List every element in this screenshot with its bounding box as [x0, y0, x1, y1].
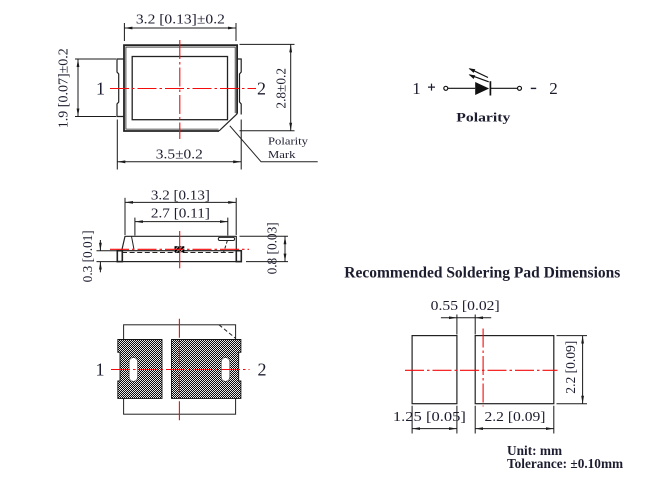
svg-text:3.2 [0.13]: 3.2 [0.13]	[151, 188, 210, 203]
svg-text:2.2 [0.09]: 2.2 [0.09]	[485, 409, 546, 424]
svg-text:2: 2	[257, 79, 266, 99]
svg-text:3.2 [0.13]±0.2: 3.2 [0.13]±0.2	[136, 12, 225, 27]
svg-text:1: 1	[412, 79, 421, 98]
svg-text:Recommended Soldering Pad Dime: Recommended Soldering Pad Dimensions	[344, 265, 620, 282]
svg-text:2: 2	[258, 360, 267, 380]
svg-text:1: 1	[96, 360, 105, 380]
svg-text:2.8±0.2: 2.8±0.2	[274, 68, 289, 109]
svg-text:Mark: Mark	[268, 149, 296, 161]
svg-text:2.7 [0.11]: 2.7 [0.11]	[151, 206, 210, 221]
svg-text:1.9 [0.07]±0.2: 1.9 [0.07]±0.2	[56, 48, 71, 128]
svg-text:0.55 [0.02]: 0.55 [0.02]	[431, 298, 500, 313]
svg-text:Polarity: Polarity	[456, 110, 511, 125]
svg-text:0.3 [0.01]: 0.3 [0.01]	[80, 230, 95, 282]
svg-text:Tolerance: ±0.10mm: Tolerance: ±0.10mm	[507, 456, 623, 471]
svg-text:3.5±0.2: 3.5±0.2	[156, 146, 203, 161]
svg-text:Polarity: Polarity	[268, 136, 309, 148]
svg-text:1: 1	[96, 79, 105, 99]
svg-text:0.8 [0.03]: 0.8 [0.03]	[265, 222, 280, 274]
svg-text:1.25 [0.05]: 1.25 [0.05]	[393, 409, 466, 424]
svg-text:Unit: mm: Unit: mm	[507, 443, 562, 458]
svg-text:2: 2	[549, 79, 558, 98]
svg-text:2.2 [0.09]: 2.2 [0.09]	[563, 341, 578, 394]
